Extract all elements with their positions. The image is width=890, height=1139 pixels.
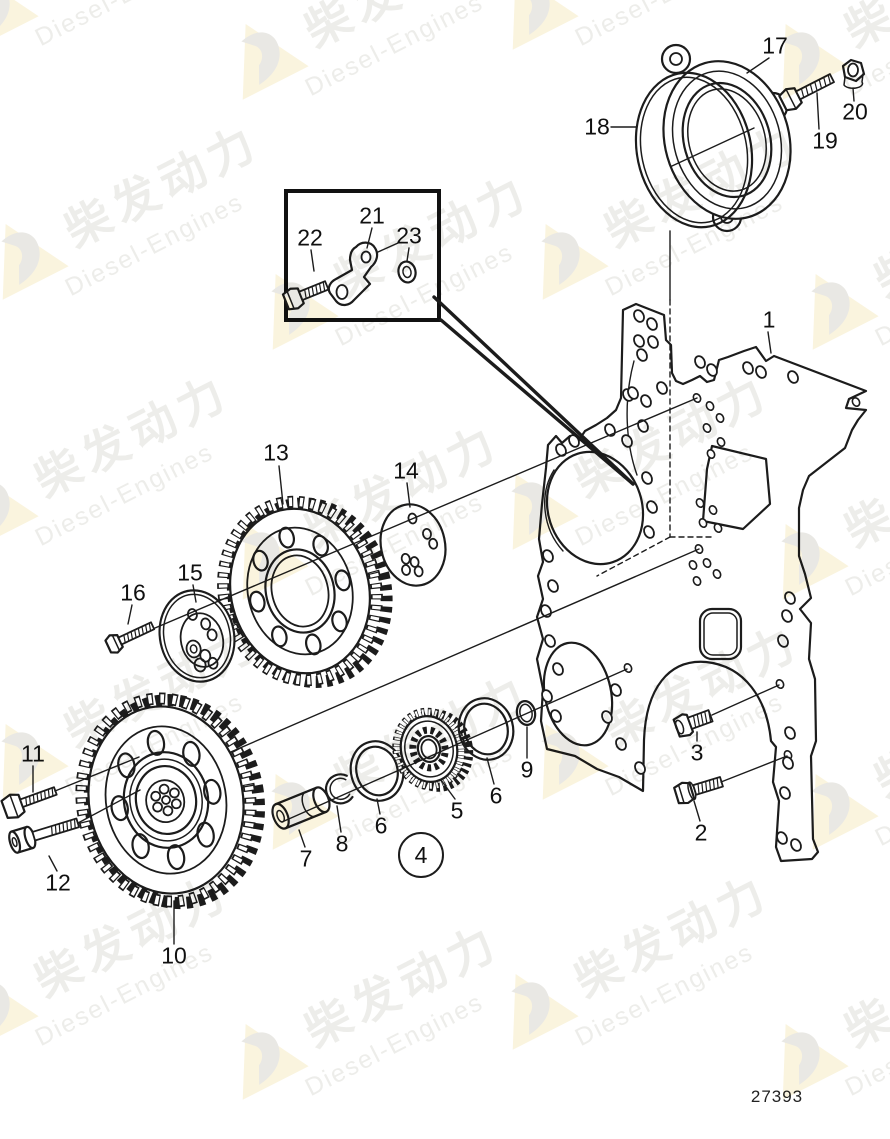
part-label-12: 12 [45, 869, 71, 896]
part-18-seal-ring [634, 71, 754, 229]
part-label-4-circled: 4 [398, 832, 444, 878]
part-16-bolt [104, 621, 156, 654]
part-label-22: 22 [297, 224, 323, 251]
part-label-16: 16 [120, 579, 146, 606]
part-15-hub [158, 589, 236, 683]
part-label-17: 17 [762, 32, 788, 59]
part-label-14: 14 [393, 457, 419, 484]
part-label-5: 5 [450, 797, 464, 824]
part-19-bolt [778, 73, 835, 112]
part-label-23: 23 [396, 222, 422, 249]
part-23-washer [397, 260, 417, 284]
part-label-3: 3 [690, 739, 704, 766]
gear10-axis-line [149, 548, 700, 788]
cover-locating-line [596, 230, 715, 577]
part-label-7: 7 [299, 845, 313, 872]
part-label-10: 10 [161, 942, 187, 969]
part-label-6-left: 6 [374, 812, 388, 839]
part-label-15: 15 [177, 559, 203, 586]
part-label-13: 13 [263, 439, 289, 466]
part-label-2: 2 [694, 819, 708, 846]
part-label-9: 9 [520, 756, 534, 783]
part-9-o-ring [515, 700, 537, 726]
part-10-crankshaft-gear [75, 692, 265, 910]
part-22-bolt [281, 280, 330, 311]
part-label-21: 21 [359, 202, 385, 229]
part-13-idler-gear [217, 495, 393, 688]
part-17-cover [660, 43, 792, 233]
part-12-socket-screw [8, 817, 80, 854]
part-7-bushing [271, 786, 331, 830]
part-label-20: 20 [842, 98, 868, 125]
part-1-timing-gear-plate [535, 302, 868, 863]
part-11-bolt [0, 786, 58, 819]
part-3-plug [672, 709, 714, 738]
part-label-8: 8 [335, 830, 349, 857]
part-20-nut [841, 58, 866, 89]
part-label-6-right: 6 [489, 782, 503, 809]
part-label-19: 19 [812, 127, 838, 154]
part-label-11: 11 [21, 740, 45, 767]
part-6-retaining-ring-right [457, 697, 515, 761]
part-21-bracket [327, 241, 399, 307]
bracket-kit-box [281, 189, 635, 486]
part-2-bolt [673, 776, 724, 805]
part-label-18: 18 [584, 113, 610, 140]
part-label-1: 1 [762, 306, 776, 333]
part-label-4: 4 [414, 841, 428, 868]
drawing-number: 27393 [750, 1087, 804, 1106]
